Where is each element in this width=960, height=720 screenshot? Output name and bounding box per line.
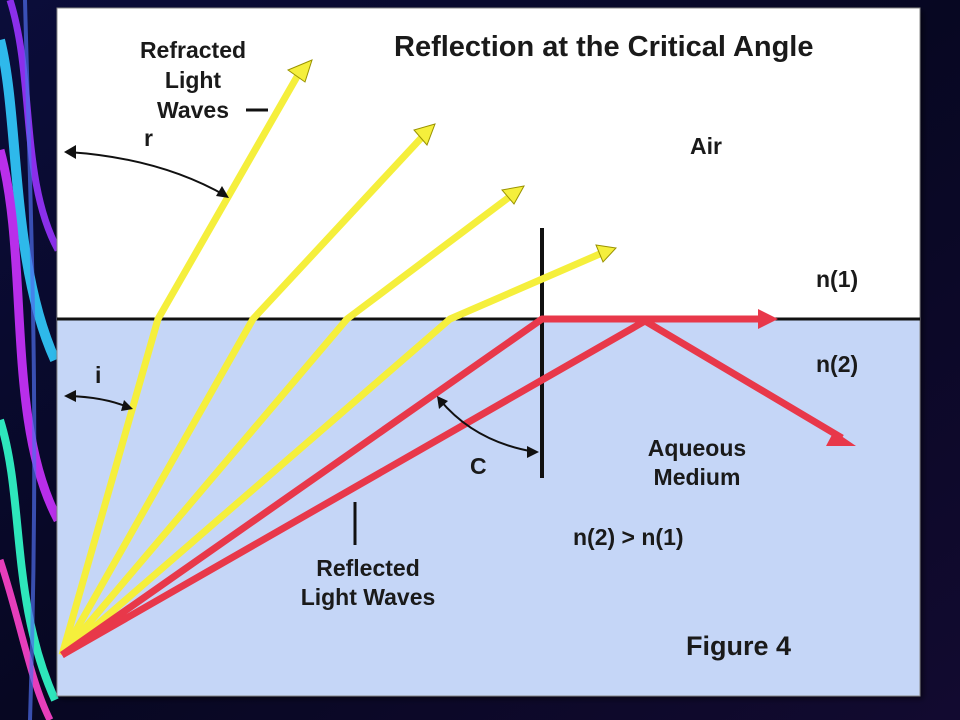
label-reflected-line1: Reflected xyxy=(316,555,420,581)
reflected-arrowhead xyxy=(826,431,856,446)
critical-arrowhead xyxy=(758,309,778,329)
label-aqueous-line1: Aqueous xyxy=(648,435,746,461)
arc-r xyxy=(67,151,227,197)
refracted-arrowhead-2 xyxy=(413,123,436,146)
panel-border xyxy=(56,7,921,697)
refracted-ray-3 xyxy=(59,192,515,658)
refracted-arrowhead-4 xyxy=(595,244,618,263)
label-aqueous-line2: Medium xyxy=(654,464,741,490)
label-refracted-line1: Refracted xyxy=(140,37,246,63)
refracted-arrowhead-1 xyxy=(286,59,313,83)
label-inequality: n(2) > n(1) xyxy=(573,524,684,550)
label-n2: n(2) xyxy=(816,351,858,377)
refracted-ray-4 xyxy=(59,249,604,658)
refracted-rays xyxy=(58,59,618,658)
air-region xyxy=(57,8,920,319)
refracted-ray-1 xyxy=(58,73,302,656)
left-light-streaks xyxy=(0,0,62,720)
arc-c-arrow-top xyxy=(437,396,448,409)
figure-caption: Figure 4 xyxy=(686,631,791,661)
diagram-title: Reflection at the Critical Angle xyxy=(394,31,814,63)
arc-i-arrow-left xyxy=(64,390,76,402)
refracted-ray-2 xyxy=(58,132,427,657)
label-reflected-line2: Light Waves xyxy=(301,584,436,610)
aqueous-region xyxy=(57,319,920,696)
label-air: Air xyxy=(690,133,722,159)
label-angle-c: C xyxy=(470,453,487,479)
arc-i-arrow-right xyxy=(121,400,133,411)
reflected-ray xyxy=(60,317,844,659)
refracted-arrowhead-3 xyxy=(501,185,525,205)
label-refracted-line2: Light xyxy=(165,67,222,93)
diagram-panel xyxy=(57,8,920,696)
arc-c-arrow-right xyxy=(527,446,539,458)
label-angle-r: r xyxy=(144,125,153,151)
label-n1: n(1) xyxy=(816,266,858,292)
arc-r-arrow-left xyxy=(64,145,76,159)
label-angle-i: i xyxy=(95,362,101,388)
angle-arcs xyxy=(64,145,539,458)
label-refracted-line3: Waves xyxy=(157,97,229,123)
arc-c xyxy=(439,399,536,453)
reflected-rays xyxy=(59,309,856,659)
critical-ray xyxy=(59,315,760,658)
arc-r-arrow-right xyxy=(216,186,229,198)
